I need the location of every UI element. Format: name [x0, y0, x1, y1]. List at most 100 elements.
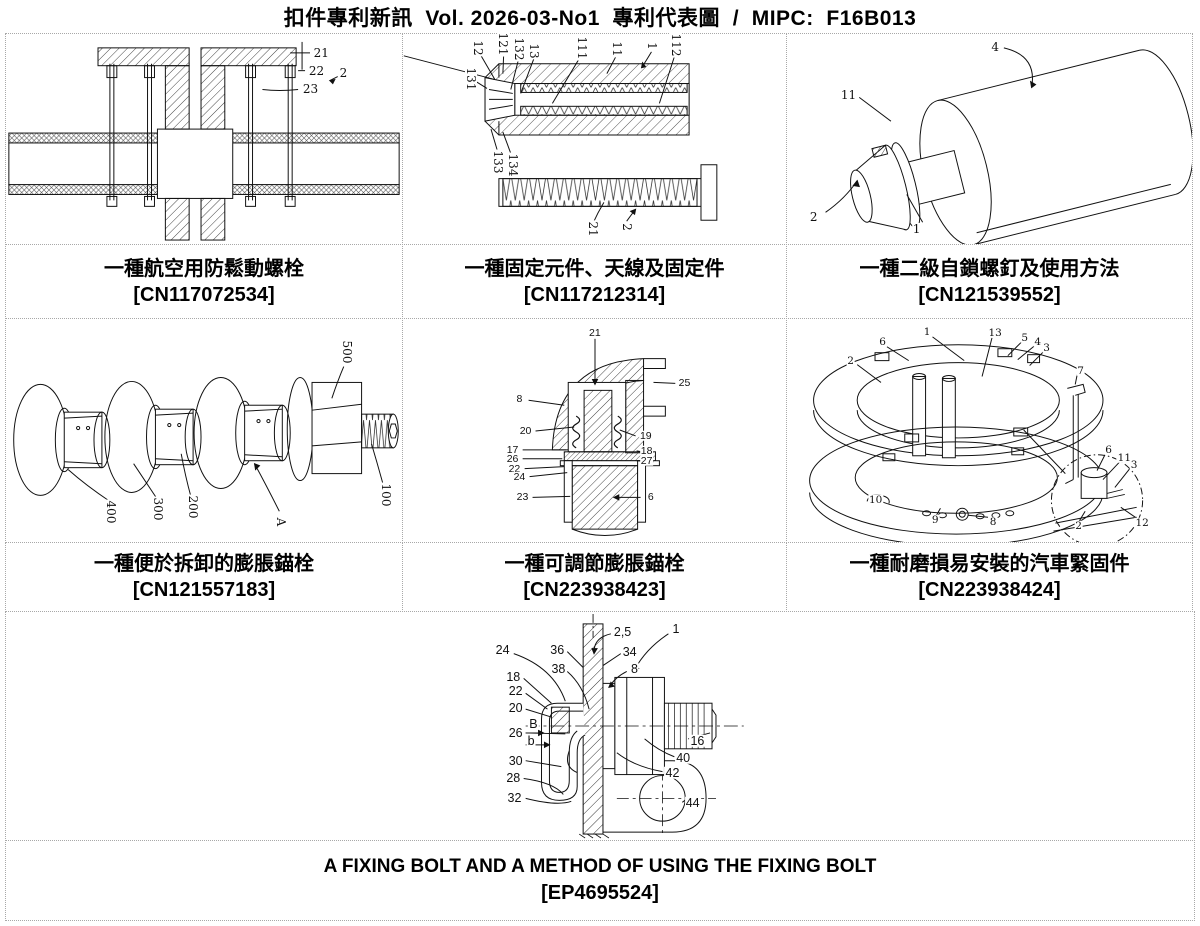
title-cell-cn117212314: 一種固定元件、天線及固定件 [CN117212314] [402, 244, 787, 319]
figure-callout-21: 21 [588, 326, 602, 339]
figure-callout-2,5: 2,5 [612, 624, 633, 639]
figure-callout-18: 18 [639, 444, 654, 457]
adjustable-anchor-section-drawing [522, 338, 676, 536]
figure-callout-40: 40 [675, 750, 692, 765]
title-cell-cn223938423: 一種可調節膨脹錨栓 [CN223938423] [402, 542, 787, 612]
figure-callout-30: 30 [507, 753, 524, 768]
figure-callout-23: 23 [301, 82, 320, 97]
car-fastener-rings-drawing [809, 336, 1144, 542]
figure-callout-7: 7 [1076, 364, 1085, 377]
figure-callout-132: 132 [512, 36, 527, 62]
figure-callout-5: 5 [1020, 331, 1030, 344]
title-cell-cn121539552: 一種二級自鎖螺釘及使用方法 [CN121539552] [786, 244, 1193, 319]
figure-callout-4: 4 [990, 39, 1000, 54]
figure-callout-22: 22 [507, 684, 524, 699]
title-cell-cn117072534: 一種航空用防鬆動螺栓 [CN117072534] [5, 244, 403, 319]
patent-title: 一種二級自鎖螺釘及使用方法 [859, 257, 1120, 280]
figure-callout-9: 9 [930, 513, 940, 526]
figure-callout-23: 23 [515, 491, 530, 504]
figure-callout-18: 18 [505, 669, 522, 684]
figure-callout-21: 21 [585, 220, 600, 238]
figure-callout-B: B [528, 716, 539, 731]
self-locking-screw-drawing [825, 47, 1192, 244]
figure-callout-3: 3 [1129, 458, 1139, 471]
patent-number: [CN121557183] [132, 579, 276, 601]
figure-callout-121: 121 [496, 31, 511, 57]
figure-callout-10: 10 [868, 494, 884, 507]
figure-callout-8: 8 [988, 515, 998, 528]
figure-callout-2: 2 [808, 209, 819, 224]
title-row-1: 一種航空用防鬆動螺栓 [CN117072534] 一種固定元件、天線及固定件 [… [5, 244, 1195, 319]
figure-callout-13: 13 [527, 42, 542, 60]
patent-title: 一種航空用防鬆動螺栓 [104, 257, 304, 280]
figure-callout-1: 1 [922, 325, 932, 338]
bolt-assembly-drawing [8, 41, 400, 241]
figure-callout-28: 28 [505, 771, 522, 786]
patent-number: [CN121539552] [918, 283, 1061, 306]
figure-callout-21: 21 [312, 45, 330, 60]
figure-callout-111: 111 [575, 35, 590, 61]
figure-callout-27: 27 [639, 454, 654, 467]
figure-callout-32: 32 [506, 791, 523, 806]
patent-title: 一種耐磨損易安裝的汽車緊固件 [849, 553, 1130, 575]
figure-callout-6: 6 [1104, 443, 1113, 456]
figure-callout-134: 134 [505, 152, 520, 178]
figure-callout-100: 100 [379, 482, 394, 508]
figure-callout-44: 44 [684, 796, 701, 811]
patent-title: 一種可調節膨脹錨栓 [504, 553, 685, 575]
figure-callout-34: 34 [621, 644, 638, 659]
patent-title: A FIXING BOLT AND A METHOD OF USING THE … [323, 856, 877, 878]
figure-callout-6: 6 [646, 491, 655, 504]
patent-title: 一種便於拆卸的膨脹錨栓 [94, 553, 314, 575]
figure-callout-20: 20 [507, 700, 524, 715]
figure-callout-17: 17 [505, 443, 520, 456]
patent-number: [CN223938423] [523, 579, 666, 601]
figure-callout-1: 1 [644, 41, 659, 51]
figure-callout-3: 3 [1042, 341, 1051, 354]
figure-callout-13: 13 [987, 326, 1003, 339]
figure-callout-2: 2 [619, 222, 634, 233]
figure-callout-A: A [274, 516, 289, 528]
figure-callout-26: 26 [505, 452, 520, 465]
figure-callout-11: 11 [1116, 451, 1133, 464]
figure-callout-2: 2 [1074, 520, 1083, 533]
figure-callout-b: b [526, 733, 536, 748]
figure-callout-1: 1 [671, 621, 681, 636]
figure-callout-133: 133 [491, 149, 506, 175]
patent-number: [CN117072534] [133, 283, 275, 306]
title-row-2: 一種便於拆卸的膨脹錨栓 [CN121557183] 一種可調節膨脹錨栓 [CN2… [5, 542, 1195, 612]
figure-callout-25: 25 [677, 377, 692, 390]
figure-callout-36: 36 [549, 642, 566, 657]
figure-callout-400: 400 [104, 499, 119, 525]
patent-number: [CN117212314] [523, 283, 666, 306]
figure-callout-200: 200 [185, 494, 200, 520]
figure-callout-300: 300 [151, 496, 166, 522]
figure-callout-22: 22 [307, 63, 326, 78]
figure-callout-8: 8 [629, 661, 639, 676]
figure-callout-16: 16 [689, 733, 706, 748]
figure-callout-2: 2 [338, 65, 349, 80]
figure-callout-24: 24 [494, 642, 511, 657]
expansion-anchor-exploded-drawing [13, 366, 399, 512]
figure-callout-112: 112 [669, 32, 684, 58]
figure-callout-12: 12 [470, 39, 485, 57]
figure-callout-500: 500 [339, 339, 354, 365]
figure-callout-11: 11 [839, 88, 858, 103]
patent-title: 一種固定元件、天線及固定件 [464, 257, 725, 280]
figure-callout-24: 24 [512, 470, 527, 483]
